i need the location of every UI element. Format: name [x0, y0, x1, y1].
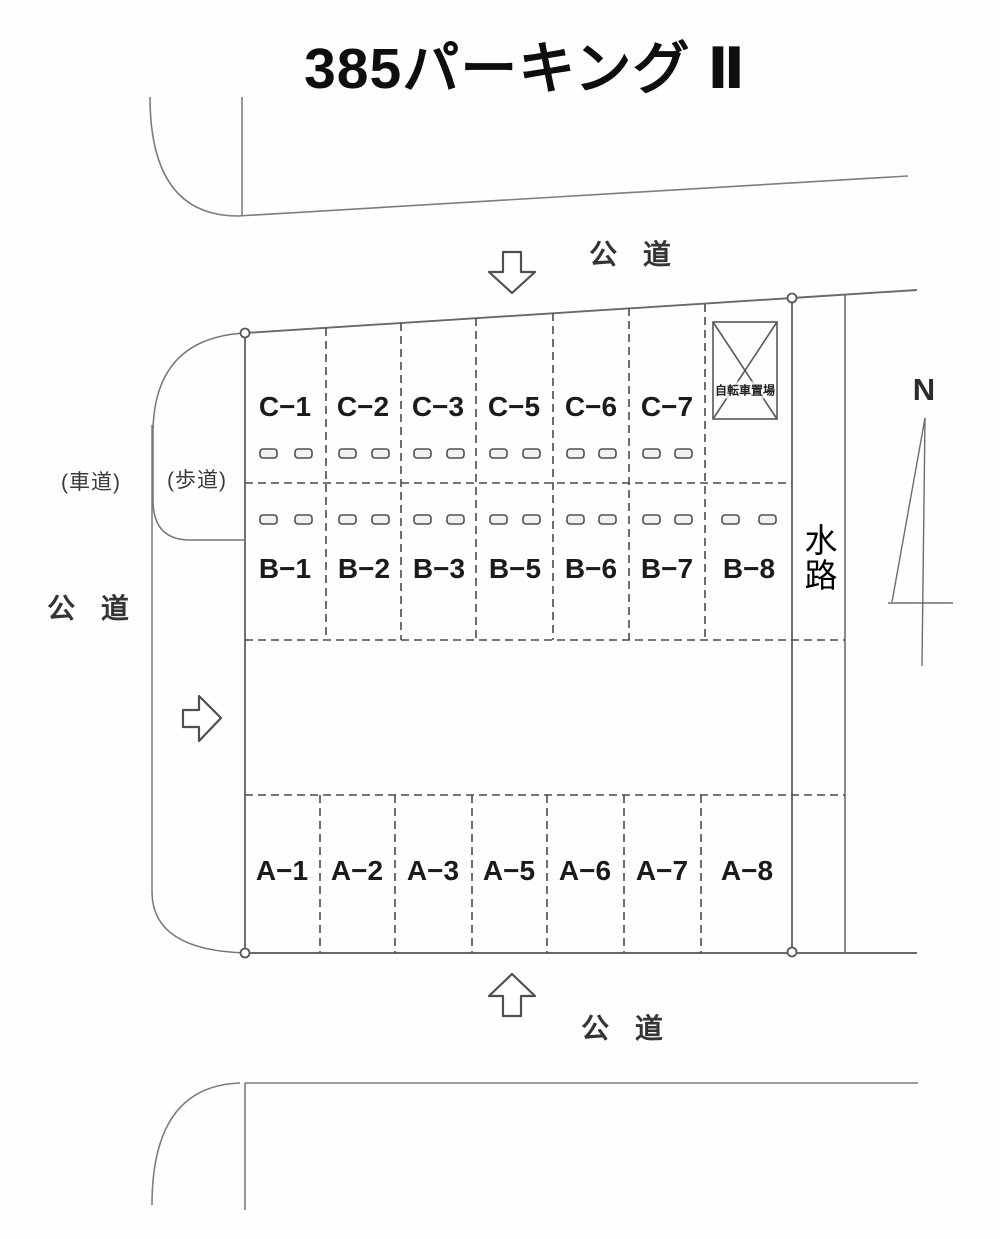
- arrow-right-icon: [181, 694, 223, 743]
- arrow-up-icon: [487, 972, 537, 1018]
- parking-spot-label: B−8: [722, 553, 776, 584]
- parking-spot-label: B−6: [564, 553, 618, 584]
- sidewalk-lines: [151, 332, 246, 954]
- parking-spot-label: B−1: [258, 553, 312, 584]
- page-title: 385パーキング Ⅱ: [304, 37, 746, 101]
- parking-top-edge: [244, 289, 918, 334]
- top-road-label: 公 道: [589, 239, 671, 270]
- bicycle-area-box: [712, 321, 778, 420]
- parking-spot-label: A−5: [482, 855, 536, 886]
- parking-spot-label: C−1: [258, 391, 312, 422]
- waterway-label: 水路: [800, 523, 837, 593]
- spot-divider-lines: [245, 304, 845, 953]
- parking-spot-label: C−6: [564, 391, 618, 422]
- corner-point-markers: [239, 292, 798, 959]
- parking-spot-label: A−7: [635, 855, 689, 886]
- parking-boundary: [244, 289, 918, 954]
- parking-spot-label: A−2: [330, 855, 384, 886]
- sidewalk-bottom-curve: [151, 892, 246, 954]
- parking-spot-label: C−5: [487, 391, 541, 422]
- roadway-label: (車道): [61, 471, 121, 494]
- parking-spot-label: C−7: [640, 391, 694, 422]
- parking-spot-label: B−5: [488, 553, 542, 584]
- parking-spot-label: B−3: [412, 553, 466, 584]
- bottom-road-label: 公 道: [581, 1013, 663, 1044]
- north-triangle-icon: [888, 417, 953, 667]
- parking-spot-label: A−8: [720, 855, 774, 886]
- parking-spot-label: A−1: [255, 855, 309, 886]
- parking-spot-label: A−6: [558, 855, 612, 886]
- sidewalk-top-bulge: [152, 332, 246, 541]
- top-block-corner-line: [149, 96, 909, 217]
- parking-spot-label: B−7: [640, 553, 694, 584]
- bottom-road-lines: [151, 1082, 918, 1210]
- wheel-stops: [259, 448, 777, 525]
- sidewalk-label: (歩道): [167, 469, 227, 492]
- north-label: N: [912, 372, 936, 407]
- bottom-block-corner-line: [151, 1082, 241, 1206]
- top-road-lines: [149, 96, 909, 217]
- parking-spot-label: A−3: [406, 855, 460, 886]
- arrow-down-icon: [487, 250, 537, 295]
- left-road-label: 公 道: [47, 593, 129, 624]
- bicycle-area-label: 自転車置場: [713, 381, 777, 399]
- parking-spot-label: B−2: [337, 553, 391, 584]
- parking-spot-label: C−2: [336, 391, 390, 422]
- parking-spot-label: C−3: [411, 391, 465, 422]
